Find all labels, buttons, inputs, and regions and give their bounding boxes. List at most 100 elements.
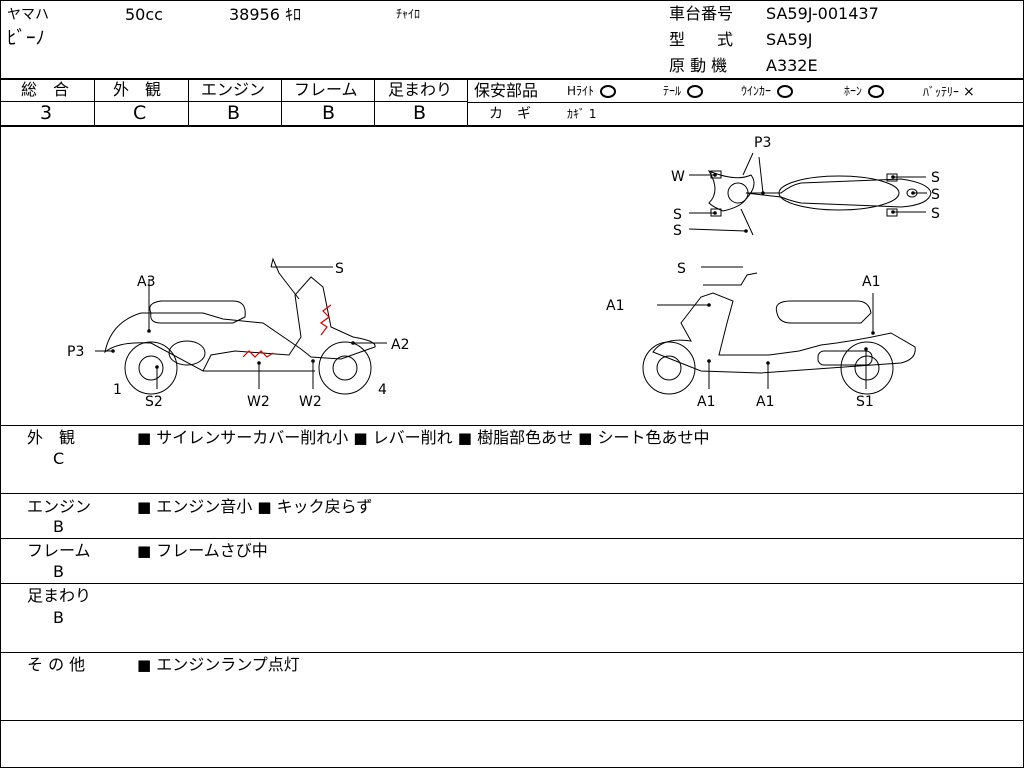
top-s-right-1-label: S <box>931 170 940 186</box>
note-grade: C <box>53 449 65 468</box>
engine-value: A332E <box>766 56 818 75</box>
right-s1-label: S1 <box>856 394 874 410</box>
grade-exterior-value: C <box>133 102 147 124</box>
left-w2a-label: W2 <box>247 394 270 410</box>
divider <box>1 720 1023 721</box>
scooter-left-side-icon <box>95 257 387 395</box>
top-s-left-lower-label: S <box>673 223 682 239</box>
grade-suspension-label: 足まわり <box>388 80 453 99</box>
safety-item-battery: ﾊﾞｯﾃﾘｰ× <box>923 85 975 99</box>
note-label: フレーム <box>27 541 91 560</box>
divider <box>374 79 375 125</box>
scooter-right-side-icon <box>642 266 916 395</box>
right-a1-b2-label: A1 <box>756 394 774 410</box>
grade-frame-label: フレーム <box>294 80 358 99</box>
left-num4-label: 4 <box>378 382 387 398</box>
right-s-label: S <box>677 261 686 277</box>
safety-item-tail: ﾃｰﾙ <box>663 84 704 98</box>
damage-mark-icon <box>242 304 332 358</box>
note-label: そ の 他 <box>27 655 86 674</box>
note-item: エンジン音小 <box>156 497 253 516</box>
note-item: レバー削れ <box>372 428 453 447</box>
key-value: ｶｷﾞ 1 <box>567 107 597 121</box>
mileage: 38956 ｷﾛ <box>229 5 301 24</box>
safety-item-label: ﾎｰﾝ <box>844 84 863 98</box>
bullet-icon: ■ <box>578 429 593 447</box>
note-item: エンジンランプ点灯 <box>156 655 300 674</box>
bullet-icon: ■ <box>257 498 272 516</box>
right-a1-b1-label: A1 <box>697 394 715 410</box>
safety-item-headlight: Hﾗｲﾄ <box>567 84 617 98</box>
note-grade: B <box>53 517 64 536</box>
top-s-right-2-label: S <box>931 187 940 203</box>
note-grade: B <box>53 608 64 627</box>
divider <box>1 493 1023 494</box>
maker: ヤマハ <box>7 7 49 23</box>
safety-item-label: ﾃｰﾙ <box>663 84 682 98</box>
bullet-icon: ■ <box>137 542 152 560</box>
left-a2-label: A2 <box>391 337 409 353</box>
safety-item-label: ｳｲﾝｶｰ <box>741 84 772 98</box>
color: ﾁｬｲﾛ <box>396 7 421 21</box>
grade-exterior-label: 外 観 <box>113 80 162 99</box>
bullet-icon: ■ <box>137 498 152 516</box>
divider <box>281 79 282 125</box>
frame-no-label: 車台番号 <box>669 4 734 23</box>
ok-circle-icon <box>777 85 794 98</box>
scooter-top-view-icon <box>688 152 932 236</box>
diagram-dots <box>111 173 915 369</box>
safety-parts-label: 保安部品 <box>474 81 539 100</box>
cross-icon: × <box>963 84 975 100</box>
left-a3-label: A3 <box>137 274 155 290</box>
divider <box>1 125 1023 127</box>
bullet-icon: ■ <box>137 429 152 447</box>
bullet-icon: ■ <box>353 429 368 447</box>
divider <box>1 652 1023 653</box>
divider <box>1 538 1023 539</box>
note-item: サイレンサーカバー削れ小 <box>156 428 349 447</box>
top-p3-label: P3 <box>754 135 771 151</box>
grade-engine-value: B <box>227 102 241 124</box>
displacement: 50cc <box>125 5 163 24</box>
ok-circle-icon <box>600 85 617 98</box>
bullet-icon: ■ <box>137 656 152 674</box>
left-w2b-label: W2 <box>299 394 322 410</box>
note-items: ■ フレームさび中 <box>137 543 268 559</box>
frame-no: SA59J-001437 <box>766 4 879 23</box>
grade-frame-value: B <box>322 102 336 124</box>
right-a1-left-label: A1 <box>606 298 624 314</box>
type-value: SA59J <box>766 30 813 49</box>
note-item: フレームさび中 <box>156 541 268 560</box>
note-item: 樹脂部色あせ <box>477 428 574 447</box>
divider <box>188 79 189 125</box>
model-name: ﾋﾞｰﾉ <box>7 27 46 49</box>
type-label: 型 式 <box>669 30 734 49</box>
note-items: ■ サイレンサーカバー削れ小 ■ レバー削れ ■ 樹脂部色あせ ■ シート色あせ… <box>137 430 709 446</box>
divider <box>1 78 1023 80</box>
grade-overall-value: 3 <box>40 102 53 124</box>
note-item: キック戻らず <box>276 497 373 516</box>
note-item: シート色あせ中 <box>597 428 710 447</box>
note-label: 足まわり <box>27 586 92 605</box>
note-grade: B <box>53 562 64 581</box>
top-w-label: W <box>671 169 685 185</box>
note-label: エンジン <box>27 497 92 516</box>
safety-item-label: Hﾗｲﾄ <box>567 84 595 98</box>
divider <box>467 79 468 125</box>
safety-item-label: ﾊﾞｯﾃﾘｰ <box>923 85 960 99</box>
note-items: ■ エンジン音小 ■ キック戻らず <box>137 499 372 515</box>
note-label: 外 観 <box>27 428 76 447</box>
safety-item-winker: ｳｲﾝｶｰ <box>741 84 794 98</box>
grade-suspension-value: B <box>413 102 427 124</box>
top-s-left-upper-label: S <box>673 207 682 223</box>
left-p3-label: P3 <box>67 344 84 360</box>
grade-engine-label: エンジン <box>201 80 266 99</box>
bullet-icon: ■ <box>457 429 472 447</box>
left-s2-label: S2 <box>145 394 163 410</box>
divider <box>1 583 1023 584</box>
diagram-labels: P3 W S S S S S S A3 P3 A2 1 S2 W2 W2 4 S… <box>67 135 940 410</box>
top-s-right-3-label: S <box>931 206 940 222</box>
grade-overall-label: 総 合 <box>21 80 70 99</box>
safety-item-horn: ﾎｰﾝ <box>844 84 885 98</box>
